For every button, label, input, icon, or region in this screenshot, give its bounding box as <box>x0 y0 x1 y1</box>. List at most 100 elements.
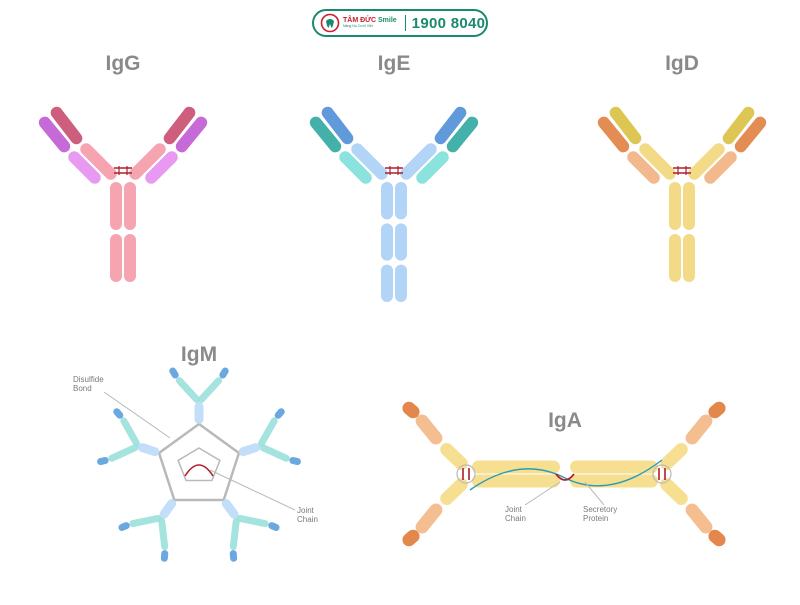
iga-left-hinge-circle <box>456 464 476 484</box>
igm-monomer-arm <box>197 377 223 403</box>
igm-monomer-arm <box>229 517 240 551</box>
ige-left-heavy-tip <box>321 106 354 145</box>
iga-left-arm-outer <box>415 414 443 445</box>
igm-monomer-tip <box>160 550 169 562</box>
iga-joint-chain-label: Joint Chain <box>505 505 526 523</box>
igm-monomer-arm <box>129 514 162 528</box>
igm-monomer-tip <box>219 367 229 379</box>
iga-secretory-protein-label: Secretory Protein <box>583 505 618 523</box>
igd-heavy-chain-stem <box>683 182 695 230</box>
iga-secretory-leader <box>584 481 605 506</box>
brand-logo: TÂM ĐỨC Smile Nâng Nụ Cười Việt 1900 804… <box>312 9 488 37</box>
iga-dimer <box>402 401 726 547</box>
igd-left-heavy-tip <box>609 106 642 145</box>
ige-right-heavy-arm <box>400 143 437 180</box>
iga-title: IgA <box>548 409 582 432</box>
logo-divider <box>404 15 406 31</box>
igm-monomer-arm <box>120 417 140 447</box>
igd-heavy-chain-stem <box>669 182 681 230</box>
igm-monomer-arm <box>175 377 201 403</box>
ige-heavy-chain-stem <box>395 223 407 261</box>
igm-monomer-arm <box>258 417 278 447</box>
igm-monomer-arm <box>236 514 269 528</box>
igm-monomer-tip <box>169 367 179 379</box>
igd-left-light-tip <box>597 116 630 153</box>
igg-left-light-arm <box>68 151 101 184</box>
igm-joint-leader <box>209 469 296 511</box>
logo-brand-suffix: Smile <box>377 17 397 25</box>
ige-right-light-tip <box>446 116 479 153</box>
logo-brand-name: TÂM ĐỨC Smile <box>343 17 397 24</box>
igd-heavy-chain-stem <box>669 234 681 282</box>
igd-right-heavy-tip <box>722 106 755 145</box>
igm-disulfide-bond-label: Disulfide Bond <box>73 375 104 393</box>
iga-right-tip <box>708 401 726 419</box>
igd-heavy-chain-stem <box>683 234 695 282</box>
iga-right-arm-outer <box>685 503 713 534</box>
iga-joint-leader <box>524 481 561 506</box>
igm-joint-chain-label: Joint Chain <box>297 506 318 524</box>
igm-monomer-tip <box>289 457 301 466</box>
iga-left-arm <box>440 477 468 506</box>
iga-right-hinge-circle <box>652 464 672 484</box>
iga-left-stem <box>472 474 560 488</box>
igg-heavy-chain-stem <box>110 234 122 282</box>
iga-right-arm <box>660 477 688 506</box>
ige-title: IgE <box>377 52 411 75</box>
ige-left-light-tip <box>309 116 342 153</box>
iga-left-stem <box>472 460 560 474</box>
ige-right-light-arm <box>416 151 449 184</box>
iga-right-stem <box>570 474 658 488</box>
igg-right-light-arm <box>145 151 178 184</box>
iga-right-stem <box>570 460 658 474</box>
igm-monomer-arm <box>108 444 139 462</box>
igg-left-heavy-tip <box>50 106 83 145</box>
iga-left-tip <box>402 529 420 547</box>
igm-pentamer <box>97 367 301 562</box>
igm-monomer-stem <box>159 499 177 519</box>
igm-monomer-tip <box>229 550 238 562</box>
logo-brand-main: TÂM ĐỨC <box>343 17 377 25</box>
igg-heavy-chain-stem <box>110 182 122 230</box>
ige-right-heavy-tip <box>434 106 467 145</box>
ige-left-light-arm <box>339 151 372 184</box>
igg-left-heavy-arm <box>80 143 117 180</box>
ige-heavy-chain-stem <box>381 264 393 303</box>
igm-monomer-stem <box>238 443 261 457</box>
iga-joint-chain <box>555 473 575 481</box>
igg-right-heavy-tip <box>163 106 196 145</box>
igd-right-light-tip <box>734 116 767 153</box>
igm-disulfide-ring <box>157 422 241 502</box>
logo-brand-block: TÂM ĐỨC Smile Nâng Nụ Cười Việt <box>343 17 397 29</box>
ige-heavy-chain-stem <box>381 182 393 220</box>
ige-antibody <box>309 106 479 303</box>
igg-right-light-tip <box>175 116 208 153</box>
igm-disulfide-leader <box>103 391 171 439</box>
iga-right-arm-outer <box>685 414 713 445</box>
igg-heavy-chain-stem <box>124 234 136 282</box>
igd-right-light-arm <box>704 151 737 184</box>
iga-right-arm <box>660 442 688 471</box>
igg-antibody <box>38 106 208 282</box>
igd-left-heavy-arm <box>639 143 676 180</box>
ige-heavy-chain-stem <box>395 182 407 220</box>
igm-monomer-arm <box>158 517 169 551</box>
iga-left-arm-outer <box>415 503 443 534</box>
ige-heavy-chain-stem <box>381 223 393 261</box>
igm-inner-ring <box>177 447 221 482</box>
igg-right-heavy-arm <box>129 143 166 180</box>
igd-right-heavy-arm <box>688 143 725 180</box>
igm-joint-chain <box>184 464 214 477</box>
igd-title: IgD <box>665 52 699 75</box>
igg-left-light-tip <box>38 116 71 153</box>
igg-heavy-chain-stem <box>124 182 136 230</box>
igm-monomer-tip <box>274 408 285 419</box>
iga-secretory-protein <box>469 459 663 491</box>
igm-monomer-tip <box>113 408 124 419</box>
igm-monomer-arm <box>259 444 290 462</box>
igd-antibody <box>597 106 767 282</box>
igm-title: IgM <box>180 343 218 366</box>
igm-monomer-tip <box>97 457 109 466</box>
